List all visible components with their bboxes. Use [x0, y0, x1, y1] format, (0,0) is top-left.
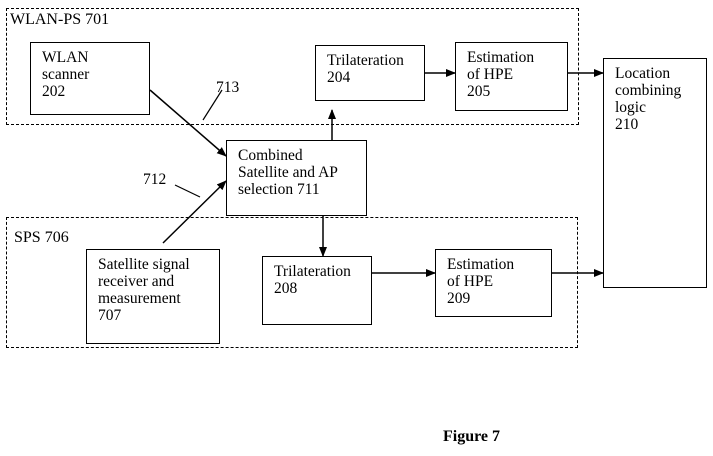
location-combining-logic-box: Location combining logic 210 — [603, 58, 707, 288]
sps-group — [6, 217, 578, 348]
leader-712 — [174, 184, 201, 198]
location-line3: logic — [615, 99, 646, 116]
hpe-209-number: 209 — [447, 290, 471, 307]
combined-selection-box: Combined Satellite and AP selection 711 — [226, 140, 367, 216]
hpe-209-box: Estimation of HPE 209 — [435, 249, 552, 317]
wlan-scanner-line2: scanner — [42, 66, 90, 83]
satellite-line2: receiver and — [98, 273, 175, 290]
wlan-ps-group-label: WLAN-PS 701 — [10, 11, 110, 28]
reference-712: 712 — [143, 171, 167, 188]
satellite-line3: measurement — [98, 290, 181, 307]
trilateration-208-box: Trilateration 208 — [262, 256, 372, 325]
hpe-205-line1: Estimation — [467, 49, 535, 66]
satellite-receiver-box: Satellite signal receiver and measuremen… — [86, 249, 220, 344]
combined-line2: Satellite and AP — [238, 164, 338, 181]
trilateration-204-box: Trilateration 204 — [315, 45, 425, 101]
satellite-line1: Satellite signal — [98, 256, 190, 273]
wlan-ps-group — [6, 8, 579, 125]
trilateration-204-line1: Trilateration — [327, 52, 404, 69]
wlan-scanner-box: WLAN scanner 202 — [30, 42, 150, 115]
hpe-209-line1: Estimation — [447, 256, 515, 273]
hpe-205-box: Estimation of HPE 205 — [455, 42, 568, 111]
hpe-205-number: 205 — [467, 83, 491, 100]
wlan-scanner-number: 202 — [42, 83, 66, 100]
location-number: 210 — [615, 116, 639, 133]
reference-713: 713 — [216, 79, 240, 96]
trilateration-204-number: 204 — [327, 69, 351, 86]
trilateration-208-line1: Trilateration — [274, 263, 351, 280]
location-line1: Location — [615, 65, 671, 82]
hpe-209-line2: of HPE — [447, 273, 494, 290]
combined-line3: selection 711 — [238, 181, 320, 198]
sps-group-label: SPS 706 — [14, 229, 69, 246]
hpe-205-line2: of HPE — [467, 66, 514, 83]
wlan-scanner-line1: WLAN — [42, 49, 89, 66]
figure-caption: Figure 7 — [443, 428, 501, 445]
satellite-number: 707 — [98, 307, 122, 324]
location-line2: combining — [615, 82, 682, 99]
combined-line1: Combined — [238, 147, 303, 164]
trilateration-208-number: 208 — [274, 280, 298, 297]
